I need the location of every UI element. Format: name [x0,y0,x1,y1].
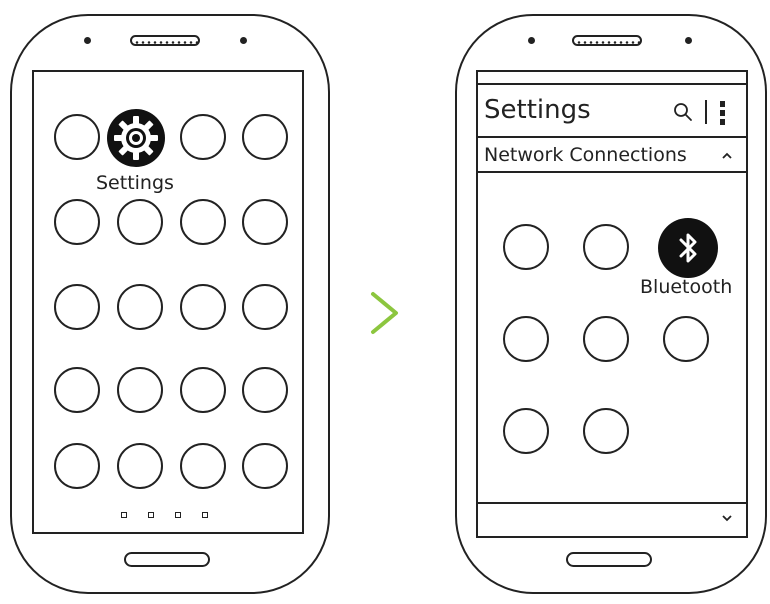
network-option-icon[interactable] [503,408,549,454]
bottom-divider [476,502,748,504]
app-icon[interactable] [180,199,226,245]
search-icon[interactable] [672,101,694,123]
settings-app[interactable] [106,108,166,168]
app-icon[interactable] [117,199,163,245]
earpiece-speaker [130,35,200,46]
page-dot[interactable] [202,512,208,518]
app-icon[interactable] [180,443,226,489]
chevron-up-icon[interactable] [720,150,734,162]
front-camera [528,37,535,44]
bluetooth-option[interactable] [657,217,719,279]
bluetooth-icon [658,218,718,278]
app-icon[interactable] [242,367,288,413]
app-icon[interactable] [54,284,100,330]
app-icon[interactable] [54,114,100,160]
app-icon[interactable] [180,284,226,330]
page-dot[interactable] [121,512,127,518]
right-screen [476,70,748,538]
app-icon[interactable] [242,443,288,489]
status-bar-divider [476,83,748,85]
page-dot[interactable] [148,512,154,518]
chevron-down-icon[interactable] [720,512,734,524]
header-title: Settings [484,95,591,125]
earpiece-speaker [572,35,642,46]
app-icon[interactable] [117,367,163,413]
section-divider [476,171,748,173]
sensor-dot [685,37,692,44]
header-separator [705,100,707,124]
app-icon[interactable] [180,367,226,413]
app-icon[interactable] [242,284,288,330]
network-option-icon[interactable] [583,408,629,454]
bluetooth-label: Bluetooth [640,276,733,298]
front-camera [84,37,91,44]
home-button[interactable] [566,552,652,567]
network-option-icon[interactable] [663,316,709,362]
section-title: Network Connections [484,144,687,166]
app-icon[interactable] [117,284,163,330]
page-dot[interactable] [175,512,181,518]
gear-icon [107,109,165,167]
header-divider [476,136,748,138]
network-option-icon[interactable] [503,316,549,362]
app-icon[interactable] [54,443,100,489]
more-vert-icon[interactable] [719,100,727,126]
app-icon[interactable] [117,443,163,489]
app-icon[interactable] [242,199,288,245]
network-option-icon[interactable] [503,224,549,270]
network-option-icon[interactable] [583,316,629,362]
app-icon[interactable] [54,199,100,245]
network-option-icon[interactable] [583,224,629,270]
app-icon[interactable] [242,114,288,160]
next-arrow-icon [371,292,398,334]
sensor-dot [240,37,247,44]
settings-app-label: Settings [96,172,174,194]
app-icon[interactable] [54,367,100,413]
app-icon[interactable] [180,114,226,160]
home-button[interactable] [124,552,210,567]
